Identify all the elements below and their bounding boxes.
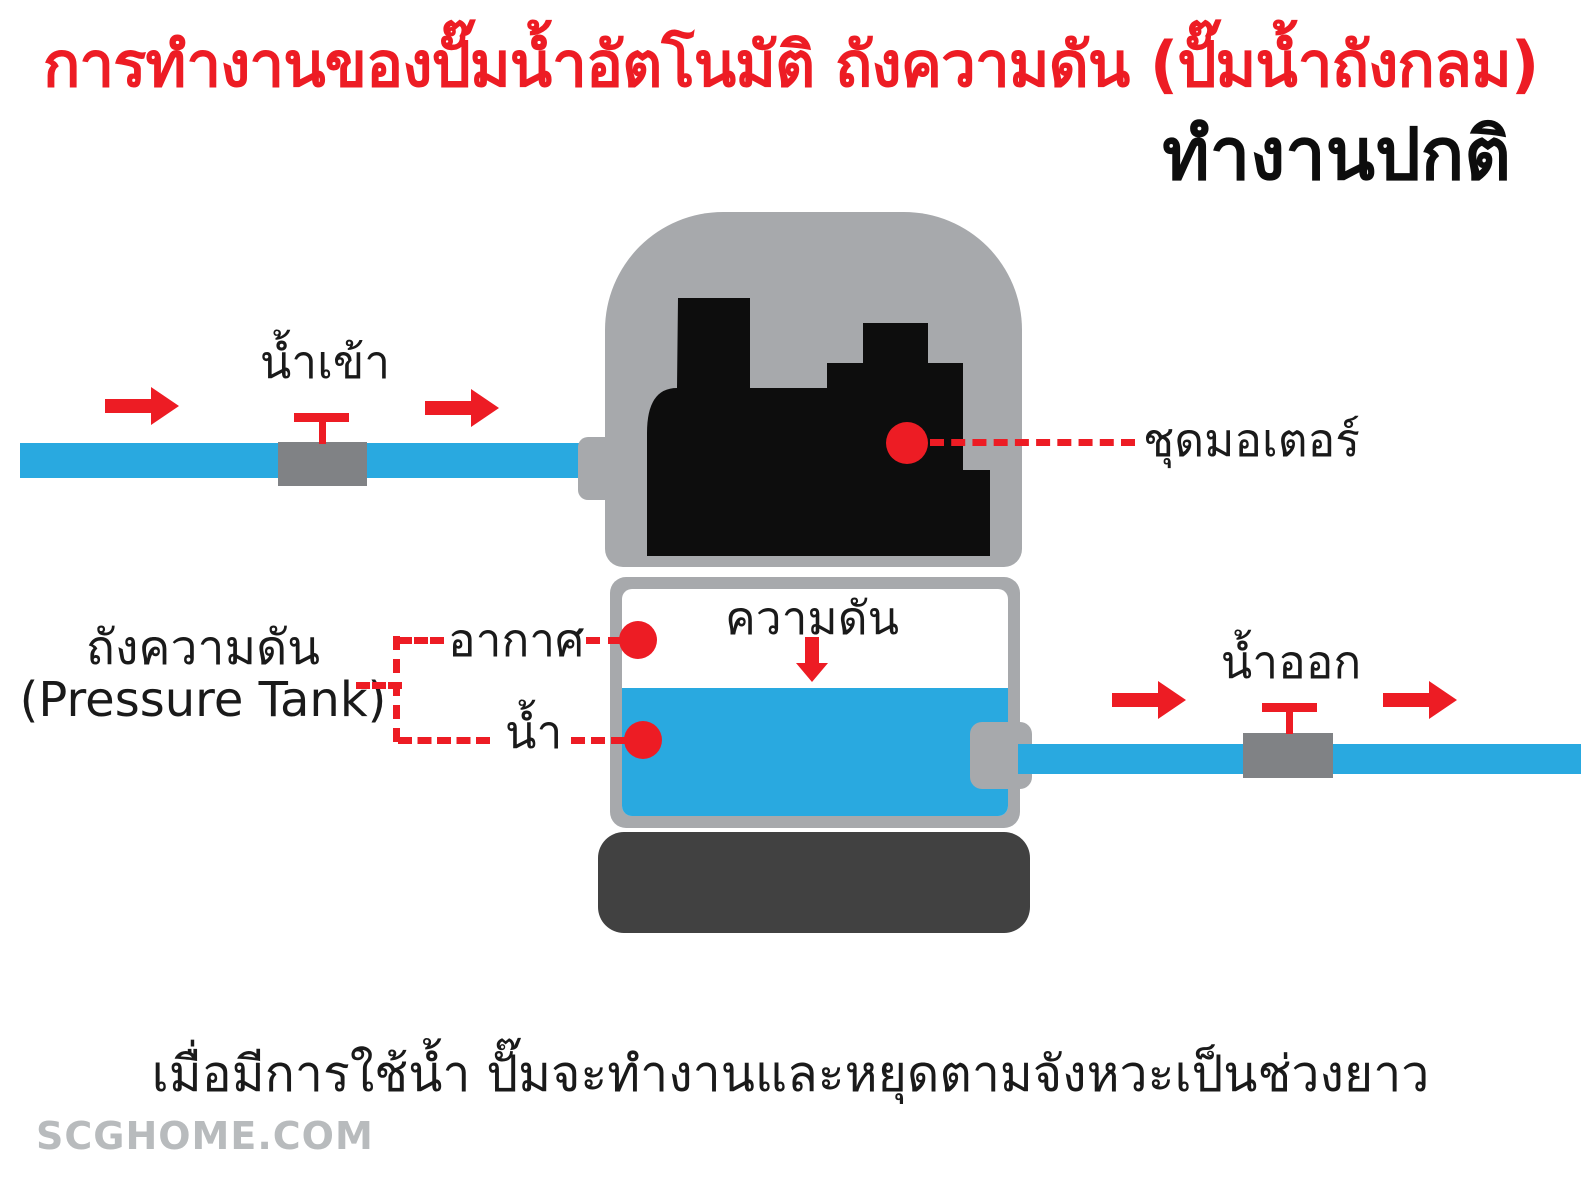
inlet-valve-stem bbox=[319, 421, 326, 444]
air-leader-line-right bbox=[586, 637, 622, 644]
bottom-caption: เมื่อมีการใช้น้ำ ปั๊มจะทำงานและหยุดตามจั… bbox=[151, 1045, 1430, 1103]
leader-line-vertical bbox=[393, 636, 400, 742]
motor-leader-line bbox=[930, 439, 1135, 446]
water-marker-dot-icon bbox=[624, 721, 662, 759]
outlet-valve-body bbox=[1243, 733, 1333, 778]
water-in-label: น้ำเข้า bbox=[259, 335, 391, 389]
pressure-tank-label-line2: (Pressure Tank) bbox=[19, 672, 387, 728]
pressure-down-arrow-icon bbox=[796, 637, 828, 682]
flow-arrow-icon bbox=[105, 387, 179, 425]
flow-arrow-icon bbox=[425, 389, 499, 427]
tank-water-fill bbox=[622, 688, 1008, 816]
water-out-label: น้ำออก bbox=[1220, 635, 1362, 689]
water-leader-line-left bbox=[398, 737, 490, 744]
page-title: การทำงานของปั๊มน้ำอัตโนมัติ ถังความดัน (… bbox=[42, 28, 1539, 101]
outlet-valve-stem bbox=[1286, 711, 1293, 734]
status-subtitle: ทำงานปกติ bbox=[1162, 112, 1511, 196]
motor-unit-label: ชุดมอเตอร์ bbox=[1143, 413, 1360, 467]
air-marker-dot-icon bbox=[619, 621, 657, 659]
motor-silhouette-icon bbox=[647, 298, 990, 556]
inlet-valve-body bbox=[278, 442, 367, 486]
water-label: น้ำ bbox=[505, 705, 563, 759]
pressure-tank-label-line1: ถังความดัน bbox=[85, 620, 321, 676]
watermark: SCGHOME.COM bbox=[36, 1114, 374, 1158]
pressure-tank-label: ถังความดัน (Pressure Tank) bbox=[20, 622, 387, 726]
air-leader-line-left bbox=[398, 637, 444, 644]
outlet-valve-handle-icon bbox=[1262, 703, 1317, 712]
pressure-label: ความดัน bbox=[724, 591, 900, 645]
flow-arrow-icon bbox=[1383, 681, 1457, 719]
inlet-valve-handle-icon bbox=[294, 413, 349, 422]
pump-base bbox=[598, 832, 1030, 933]
tank-leader-line bbox=[356, 682, 402, 689]
flow-arrow-icon bbox=[1112, 681, 1186, 719]
air-label: อากาศ bbox=[448, 613, 585, 667]
water-leader-line-right bbox=[571, 737, 625, 744]
motor-marker-dot-icon bbox=[886, 422, 928, 464]
